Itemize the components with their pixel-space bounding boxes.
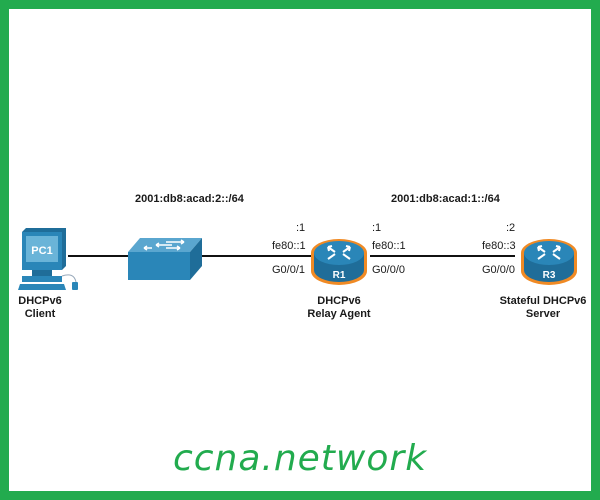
r1-g000-gua: :1 <box>372 222 382 234</box>
r3-g000-name: G0/0/0 <box>482 264 516 276</box>
pc1-role-line2: Client <box>24 308 56 320</box>
r1-g000-name: G0/0/0 <box>372 264 406 276</box>
r1-role-line2: Relay Agent <box>307 308 371 320</box>
pc1-role-line1: DHCPv6 <box>18 295 62 307</box>
r1-g000-lla: fe80::1 <box>372 240 406 252</box>
switch-icon[interactable] <box>126 236 204 282</box>
router-icon[interactable]: R3 <box>518 235 580 289</box>
pc1-role-label: DHCPv6 Client <box>10 295 70 321</box>
pc-icon[interactable]: PC1 <box>18 226 80 298</box>
link-r1-r3 <box>370 255 515 257</box>
r3-g000-lla: fe80::3 <box>482 240 516 252</box>
r3-role-line2: Server <box>525 308 561 320</box>
brand-watermark: ccna.network <box>172 438 428 479</box>
link-pc1-switch <box>68 255 130 257</box>
r3-role-label: Stateful DHCPv6 Server <box>493 295 593 321</box>
r1-role-label: DHCPv6 Relay Agent <box>299 295 379 321</box>
link-switch-r1 <box>200 255 312 257</box>
r3-g000-gua: :2 <box>506 222 516 234</box>
r3-name: R3 <box>543 270 556 281</box>
subnet-label-wan: 2001:db8:acad:1::/64 <box>391 193 500 205</box>
subnet-label-lan: 2001:db8:acad:2::/64 <box>135 193 244 205</box>
r3-role-line1: Stateful DHCPv6 <box>499 295 587 307</box>
r1-role-line1: DHCPv6 <box>317 295 361 307</box>
r1-g001-lla: fe80::1 <box>272 240 306 252</box>
r1-g001-name: G0/0/1 <box>272 264 306 276</box>
r1-g001-gua: :1 <box>296 222 306 234</box>
r1-name: R1 <box>333 270 346 281</box>
pc1-name: PC1 <box>31 245 52 257</box>
router-icon[interactable]: R1 <box>308 235 370 289</box>
